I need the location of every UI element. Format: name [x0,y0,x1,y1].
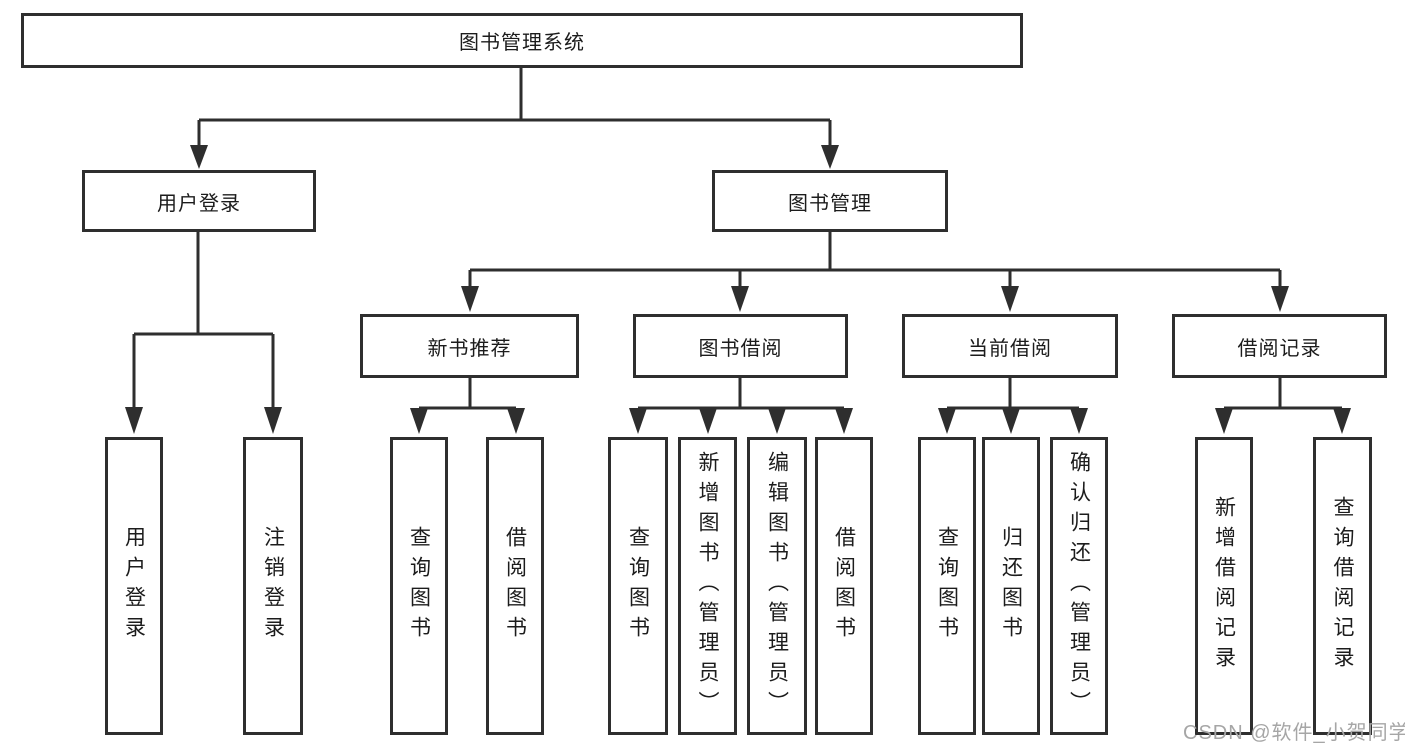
leaf-confirm-return-admin: 确认归还（管理员） [1050,437,1108,735]
connector-book-borrow-to-leaves [629,378,853,434]
connector-line [1224,378,1342,410]
leaf-query-borrow-record: 查询借阅记录 [1313,437,1372,735]
node-user-login: 用户登录 [82,170,316,232]
leaf-return-books-label: 归还图书 [999,526,1023,646]
node-borrow-records: 借阅记录 [1172,314,1387,378]
arrow-down-icon [1070,408,1088,434]
node-book-borrow: 图书借阅 [633,314,848,378]
arrow-down-icon [190,145,208,169]
leaf-logout: 注销登录 [243,437,303,735]
leaf-borrow-books-recommend-label: 借阅图书 [503,526,527,646]
leaf-confirm-return-admin-label: 确认归还（管理员） [1067,451,1091,721]
connector-borrow-records-to-leaves [1215,378,1351,434]
leaf-logout-label: 注销登录 [261,526,285,646]
arrow-down-icon [1002,408,1020,434]
connector-line [197,68,832,150]
connector-user-login-to-leaves [125,232,282,434]
arrow-down-icon [629,408,647,434]
leaf-borrow-books-recommend: 借阅图书 [486,437,544,735]
arrow-down-icon [264,407,282,434]
arrow-down-icon [768,408,786,434]
node-new-book-recommend-label: 新书推荐 [427,337,512,360]
arrow-down-icon [835,408,853,434]
leaf-edit-book-admin: 编辑图书（管理员） [747,437,807,735]
arrow-down-icon [1215,408,1233,434]
arrow-down-icon [1001,286,1019,312]
leaf-user-login-label: 用户登录 [122,526,146,646]
leaf-user-login: 用户登录 [105,437,163,735]
connector-root-to-level2 [190,68,839,169]
leaf-query-books-current-label: 查询图书 [935,526,959,646]
connector-line [638,378,844,410]
node-current-borrow: 当前借阅 [902,314,1118,378]
leaf-query-books-recommend: 查询图书 [390,437,448,735]
arrow-down-icon [410,408,428,434]
arrow-down-icon [125,407,143,434]
leaf-query-books-recommend-label: 查询图书 [407,526,431,646]
leaf-query-books-borrow: 查询图书 [608,437,668,735]
leaf-add-borrow-record: 新增借阅记录 [1195,437,1253,735]
connector-line [132,232,275,410]
node-book-management-label: 图书管理 [788,192,872,215]
node-book-borrow-label: 图书借阅 [698,337,783,360]
node-current-borrow-label: 当前借阅 [968,337,1052,360]
arrow-down-icon [699,408,717,434]
arrow-down-icon [938,408,956,434]
leaf-return-books: 归还图书 [982,437,1040,735]
arrow-down-icon [1271,286,1289,312]
node-root-library-system: 图书管理系统 [21,13,1023,68]
leaf-query-books-borrow-label: 查询图书 [626,526,650,646]
leaf-borrow-books: 借阅图书 [815,437,873,735]
leaf-add-book-admin: 新增图书（管理员） [678,437,737,735]
arrow-down-icon [461,286,479,312]
leaf-edit-book-admin-label: 编辑图书（管理员） [765,451,789,721]
leaf-add-book-admin-label: 新增图书（管理员） [696,451,719,721]
leaf-query-books-current: 查询图书 [918,437,976,735]
connector-book-management-to-level3 [461,232,1289,312]
leaf-borrow-books-label: 借阅图书 [832,526,856,646]
node-borrow-records-label: 借阅记录 [1237,337,1322,360]
connector-line [468,232,1282,288]
connector-line [947,378,1079,410]
node-new-book-recommend: 新书推荐 [360,314,579,378]
leaf-add-borrow-record-label: 新增借阅记录 [1212,496,1236,676]
arrow-down-icon [507,408,525,434]
arrow-down-icon [821,145,839,169]
csdn-watermark: CSDN @软件_小贺同学 [1183,722,1405,744]
node-root-label: 图书管理系统 [459,32,585,54]
connector-current-borrow-to-leaves [938,378,1088,434]
arrow-down-icon [1333,408,1351,434]
connector-line [419,378,516,410]
node-book-management: 图书管理 [712,170,948,232]
node-user-login-label: 用户登录 [157,192,241,215]
connector-new-book-recommend-to-leaves [410,378,525,434]
leaf-query-borrow-record-label: 查询借阅记录 [1331,496,1354,676]
arrow-down-icon [731,286,749,312]
